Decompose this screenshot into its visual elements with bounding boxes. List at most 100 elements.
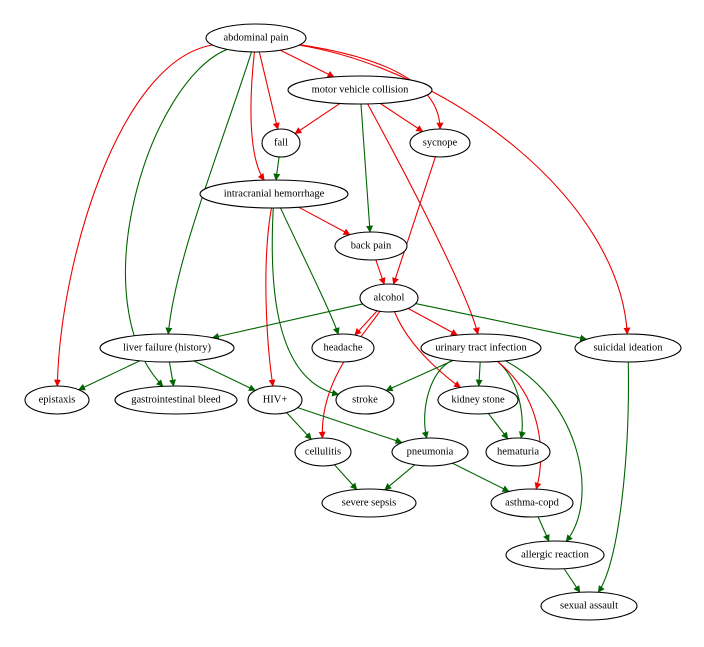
edge-kidney-stone-to-hematuria [487,413,509,440]
node-ellipse [199,179,349,209]
node-sexual-assault: sexual assault [540,591,638,621]
edge-alcohol-to-headache [354,310,378,336]
edge-mvc-to-fall [294,102,341,135]
node-label: kidney stone [451,395,505,406]
edge-ich-to-back-pain [298,206,351,236]
node-label: alcohol [374,293,405,304]
node-ellipse [334,231,408,261]
node-liver-failure: liver failure (history) [99,333,235,363]
node-ellipse [261,128,301,158]
node-label: pneumonia [407,447,454,458]
edge-uti-to-kidney-stone [475,361,483,387]
node-label: intracranial hemorrhage [224,189,325,200]
node-allergic: allergic reaction [505,540,605,570]
edge-allergic-to-sexual-assault [563,568,581,593]
node-gi-bleed: gastrointestinal bleed [114,385,238,415]
node-back-pain: back pain [334,231,408,261]
node-ellipse [359,283,419,313]
edge-ich-to-stroke [271,207,340,397]
node-hematuria: hematuria [485,437,551,467]
node-label: headache [323,343,362,354]
node-ellipse [574,333,682,363]
node-label: sexual assault [560,601,618,612]
node-abdominal-pain: abdominal pain [205,23,307,53]
edge-ich-to-hiv [265,207,276,387]
node-ellipse [114,385,238,415]
node-label: gastrointestinal bleed [131,395,221,406]
edge-suicidal-to-sexual-assault [597,361,630,593]
edges-layer [53,44,631,593]
node-label: motor vehicle collision [312,85,410,96]
node-ellipse [247,385,303,415]
edge-liver-failure-to-epistaxis [78,360,141,391]
edge-liver-failure-to-gi-bleed [168,361,176,387]
edge-back-pain-to-alcohol [375,259,386,285]
node-pneumonia: pneumonia [391,437,469,467]
node-label: stroke [352,395,378,406]
node-ellipse [24,385,90,415]
edge-uti-to-pneumonia [421,359,453,439]
node-label: urinary tract infection [435,343,527,354]
node-ellipse [311,333,375,363]
edge-mvc-to-back-pain [360,103,374,233]
node-ellipse [287,75,433,105]
node-label: sycnope [423,138,458,149]
edge-alcohol-to-kidney-stone [394,311,461,388]
node-label: liver failure (history) [123,343,212,354]
edge-abdominal-pain-to-sycnope [299,44,444,130]
node-label: epistaxis [39,395,76,406]
edge-alcohol-to-suicidal [415,303,588,342]
edge-cellulitis-to-severe-sepsis [334,464,358,490]
node-ellipse [99,333,235,363]
edge-uti-to-asthma [497,361,542,490]
edge-abdominal-pain-to-ich [250,51,265,181]
node-ellipse [335,385,395,415]
node-sycnope: sycnope [409,128,471,158]
edge-asthma-to-allergic [537,516,550,542]
node-label: fall [274,138,288,149]
edge-abdominal-pain-to-suicidal [298,44,631,335]
node-stroke: stroke [335,385,395,415]
node-ellipse [409,128,471,158]
node-label: severe sepsis [342,498,397,509]
node-label: abdominal pain [223,33,289,44]
edge-abdominal-pain-to-mvc [280,49,335,78]
node-label: hematuria [497,447,539,458]
nodes-layer: abdominal pain motor vehicle collision fal… [24,23,682,621]
node-label: asthma-copd [505,498,559,509]
node-ellipse [420,333,542,363]
node-label: allergic reaction [521,550,589,561]
node-alcohol: alcohol [359,283,419,313]
node-ich: intracranial hemorrhage [199,179,349,209]
edge-uti-to-allergic [505,360,583,542]
node-severe-sepsis: severe sepsis [321,488,417,518]
node-asthma: asthma-copd [490,488,574,518]
node-epistaxis: epistaxis [24,385,90,415]
edge-uti-to-hematuria [497,361,526,439]
node-kidney-stone: kidney stone [437,385,519,415]
node-cellulitis: cellulitis [294,437,352,467]
edge-fall-to-ich [273,156,281,181]
edge-pneumonia-to-asthma [452,462,510,492]
node-label: HIV+ [263,395,288,406]
edge-hiv-to-pneumonia [297,407,403,444]
node-ellipse [321,488,417,518]
node-uti: urinary tract infection [420,333,542,363]
node-hiv: HIV+ [247,385,303,415]
node-label: cellulitis [305,447,341,458]
node-fall: fall [261,128,301,158]
edge-sycnope-to-alcohol [392,156,436,285]
node-label: back pain [351,241,392,252]
edge-abdominal-pain-to-fall [258,51,280,130]
edge-alcohol-to-liver-failure [211,303,363,340]
node-ellipse [505,540,605,570]
node-ellipse [205,23,307,53]
node-label: suicidal ideation [593,343,663,354]
node-ellipse [490,488,574,518]
edge-ich-to-headache [279,207,340,335]
edge-pneumonia-to-severe-sepsis [384,464,416,491]
edge-abdominal-pain-to-epistaxis [53,44,213,387]
node-suicidal: suicidal ideation [574,333,682,363]
edge-mvc-to-uti [367,103,480,335]
